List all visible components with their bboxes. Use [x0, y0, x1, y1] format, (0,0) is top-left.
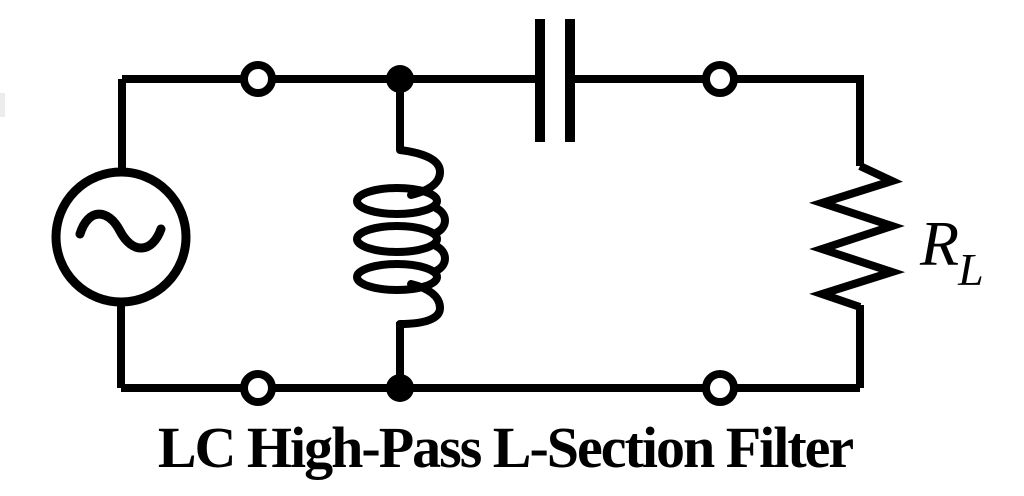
- load-resistor-zigzag: [808, 162, 906, 311]
- inductor-loop-3: [353, 260, 441, 294]
- diagram-title: LC High-Pass L-Section Filter: [157, 415, 854, 480]
- ac-source: [51, 167, 191, 307]
- inductor-loop-2: [353, 222, 441, 256]
- series-capacitor: [535, 19, 575, 142]
- inductor-exit-arc: [396, 280, 445, 328]
- resistor-subscript-text: L: [958, 244, 984, 295]
- junction-dot-bottom: [386, 374, 414, 402]
- junction-dot-top: [386, 65, 414, 93]
- terminal-output-top: [702, 61, 738, 97]
- load-resistor-label: RL: [920, 208, 985, 293]
- scan-artifact: [0, 93, 5, 117]
- terminal-input-bottom: [240, 370, 276, 406]
- terminal-input-top: [240, 61, 276, 97]
- sine-wave-icon: [75, 209, 166, 253]
- shunt-inductor: [353, 146, 449, 328]
- inductor-loop-1: [353, 184, 441, 218]
- terminal-output-bottom: [702, 370, 738, 406]
- inductor-link-2: [432, 242, 449, 275]
- resistor-symbol-text: R: [920, 208, 960, 279]
- inductor-link-1: [432, 204, 449, 237]
